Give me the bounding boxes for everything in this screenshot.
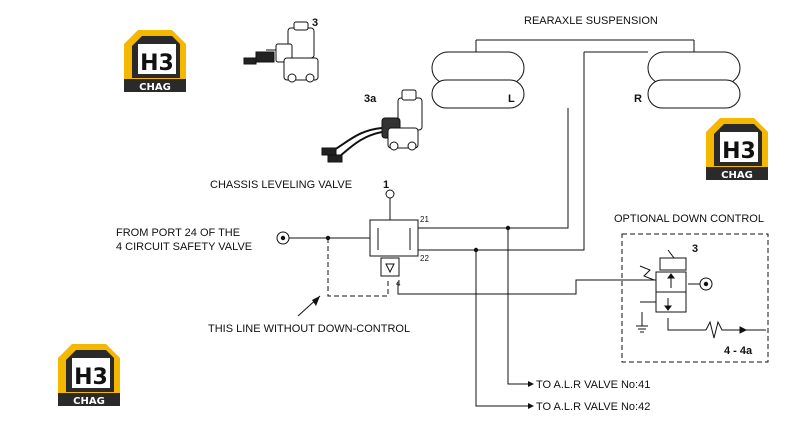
part-number-3: 3 bbox=[312, 17, 318, 29]
down-control-note: THIS LINE WITHOUT DOWN-CONTROL bbox=[208, 323, 410, 335]
pipe-junctions bbox=[325, 225, 511, 253]
logo-top-left: H3 CHAG bbox=[124, 30, 186, 93]
logo-h3-text: H3 bbox=[74, 365, 108, 390]
logo-right: H3 CHAG bbox=[706, 118, 768, 181]
logo-h3-text: H3 bbox=[140, 51, 174, 76]
logo-h3-text: H3 bbox=[722, 139, 756, 164]
port-21-label: 21 bbox=[420, 215, 429, 224]
logo-chag-text: CHAG bbox=[721, 170, 753, 181]
pipe-lines bbox=[288, 39, 766, 407]
input-port-symbol bbox=[276, 231, 290, 245]
air-bag-right bbox=[647, 40, 741, 109]
optional-down-box bbox=[621, 233, 769, 363]
air-bag-right-label: R bbox=[634, 93, 642, 105]
valve-number: 1 bbox=[383, 179, 389, 191]
solenoid-valve-3-drawing bbox=[243, 21, 319, 83]
air-bag-left-label: L bbox=[508, 93, 515, 105]
output-port-symbol bbox=[699, 277, 713, 291]
solenoid-valve-3a-drawing bbox=[321, 89, 423, 163]
air-bag-left bbox=[431, 40, 525, 109]
part-number-3a: 3a bbox=[364, 93, 377, 105]
logo-bottom-left: H3 CHAG bbox=[58, 344, 120, 407]
logo-chag-text: CHAG bbox=[139, 82, 171, 93]
from-label-line1: FROM PORT 24 OF THE bbox=[116, 227, 240, 239]
alr-valve-41-label: TO A.L.R VALVE No:41 bbox=[536, 379, 650, 391]
arrow-alr-41 bbox=[528, 381, 534, 387]
connector-label: 4 - 4a bbox=[724, 345, 753, 357]
port-22-label: 22 bbox=[420, 254, 429, 263]
optional-down-title: OPTIONAL DOWN CONTROL bbox=[614, 213, 764, 225]
solenoid-valve-symbol bbox=[636, 249, 687, 333]
arrow-alr-42 bbox=[528, 403, 534, 409]
suspension-title: REARAXLE SUSPENSION bbox=[524, 15, 658, 27]
arrow-head bbox=[312, 296, 320, 306]
connector-symbol bbox=[705, 320, 748, 339]
valve-label: CHASSIS LEVELING VALVE bbox=[210, 179, 352, 191]
port-4-label: 4 bbox=[396, 279, 401, 288]
solenoid-number: 3 bbox=[692, 243, 698, 255]
chassis-leveling-valve bbox=[369, 189, 419, 277]
logo-chag-text: CHAG bbox=[73, 396, 105, 407]
alr-valve-42-label: TO A.L.R VALVE No:42 bbox=[536, 401, 650, 413]
from-label-line2: 4 CIRCUIT SAFETY VALVE bbox=[116, 241, 252, 253]
